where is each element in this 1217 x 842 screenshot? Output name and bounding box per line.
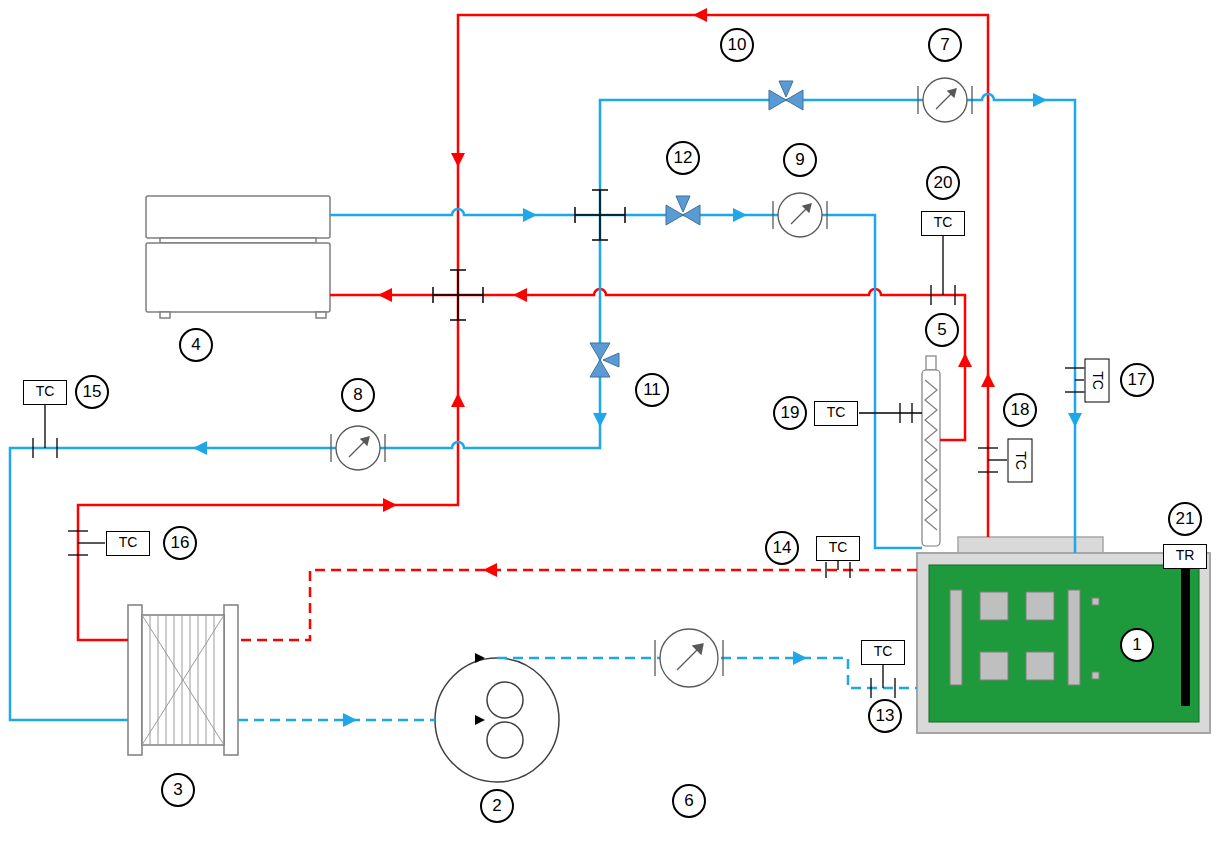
sensor-box: TC (861, 640, 905, 665)
node-text: TR (1176, 548, 1195, 563)
node-text: TC (829, 540, 848, 555)
node-text: 12 (674, 149, 693, 168)
sensor-box: TR (1163, 544, 1207, 569)
node-text: 13 (876, 707, 895, 726)
callout-number: 6 (672, 784, 706, 818)
callout-number: 2 (480, 789, 514, 823)
heat-exchanger (128, 605, 238, 755)
sensor-box: TC (23, 380, 67, 405)
node-text: 10 (728, 36, 747, 55)
node-text: 4 (191, 336, 200, 355)
sensor-box: TC (1008, 438, 1033, 482)
node-text: 7 (940, 36, 949, 55)
callout-number: 1 (1120, 628, 1154, 662)
callout-number: 9 (783, 143, 817, 177)
pump (435, 653, 559, 782)
callout-number: 8 (341, 378, 375, 412)
test-device (917, 537, 1210, 733)
node-text: TC (36, 384, 55, 399)
callout-number: 10 (720, 28, 754, 62)
node-text: 14 (773, 539, 792, 558)
node-text: 2 (492, 797, 501, 816)
sensor-box: TC (816, 536, 860, 561)
callout-number: 7 (928, 28, 962, 62)
callout-number: 11 (635, 373, 669, 407)
sensor-box: TC (106, 531, 150, 556)
node-text: 18 (1011, 401, 1030, 420)
node-text: 1 (1132, 636, 1141, 655)
callout-number: 3 (161, 773, 195, 807)
callout-number: 12 (666, 141, 700, 175)
flow-arrows (193, 93, 1082, 727)
node-text: 21 (1176, 510, 1195, 529)
node-text: 15 (83, 383, 102, 402)
chiller (146, 196, 330, 318)
node-text: 19 (781, 404, 800, 423)
sensor-box: TC (921, 211, 965, 236)
node-text: 20 (934, 174, 953, 193)
callout-number: 5 (925, 313, 959, 347)
thermo-probe (1181, 568, 1190, 706)
node-text: 9 (795, 151, 804, 170)
callout-number: 4 (179, 328, 213, 362)
callout-number: 21 (1168, 502, 1202, 536)
node-text: TC (119, 535, 138, 550)
sensor-box: TC (1085, 358, 1110, 402)
node-text: 16 (171, 534, 190, 553)
cross-fitting (433, 190, 625, 320)
callout-number: 19 (773, 396, 807, 430)
hot-pipes (78, 15, 988, 640)
node-text: 5 (937, 321, 946, 340)
sensor-box: TC (814, 401, 858, 426)
flow-gauge (331, 78, 972, 687)
cold-pipes (10, 94, 1075, 720)
node-text: TC (874, 644, 893, 659)
callout-number: 18 (1003, 393, 1037, 427)
node-text: TC (827, 405, 846, 420)
node-text: 6 (684, 792, 693, 811)
node-text: TC (934, 215, 953, 230)
flow-arrows (378, 8, 995, 577)
node-text: 11 (643, 381, 661, 400)
callout-number: 16 (163, 526, 197, 560)
callout-number: 14 (765, 531, 799, 565)
callout-number: 13 (868, 699, 902, 733)
callout-number: 15 (75, 375, 109, 409)
node-text: 3 (173, 781, 182, 800)
node-text: 8 (353, 386, 362, 405)
callout-number: 17 (1120, 363, 1154, 397)
node-text: TC (1012, 451, 1027, 470)
sensor-fitting (33, 236, 1085, 698)
valve (590, 81, 803, 377)
condenser (922, 356, 940, 546)
node-text: 17 (1128, 371, 1147, 390)
node-text: TC (1089, 371, 1104, 390)
callout-number: 20 (926, 166, 960, 200)
